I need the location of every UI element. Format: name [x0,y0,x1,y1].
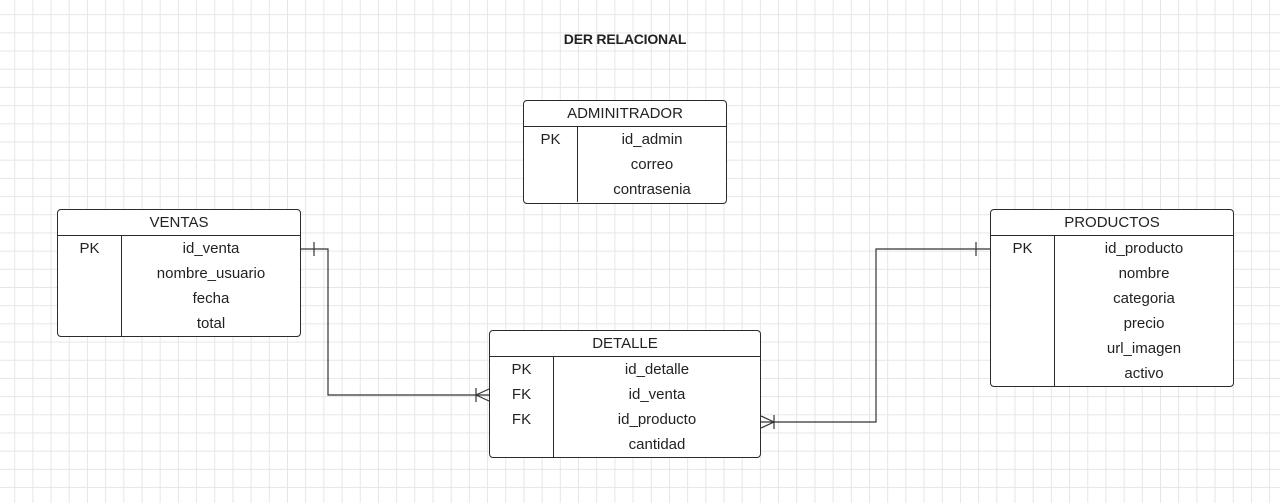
entity-productos-title: PRODUCTOS [991,210,1233,236]
key-cell [490,432,553,457]
key-cell: FK [511,411,532,428]
field-total: total [196,315,226,332]
field-url-imagen: url_imagen [1106,340,1182,357]
entity-ventas[interactable]: VENTAS PK id_venta nombre_usuario fecha … [57,209,301,337]
ventas-detalle-line[interactable] [300,248,489,396]
key-cell: PK [1012,240,1033,257]
entity-detalle[interactable]: DETALLE PK FK FK id_detalle id_venta id_… [489,330,761,458]
diagram-title: DER RELACIONAL [563,31,687,47]
field-id-venta: id_venta [182,240,240,257]
key-cell [991,336,1054,361]
field-categoria: categoria [1113,290,1175,307]
entity-productos[interactable]: PRODUCTOS PK id_producto nombre categori… [990,209,1234,387]
key-cell [991,286,1054,311]
key-cell [58,311,121,336]
key-cell: PK [79,240,100,257]
key-cell [58,261,121,286]
field-correo: correo [630,156,674,173]
entity-detalle-title: DETALLE [490,331,760,357]
field-precio: precio [1123,315,1165,332]
key-cell [524,152,577,177]
key-cell: PK [540,131,561,148]
detalle-many-marker-crow-bottom [475,394,490,402]
entity-administrador[interactable]: ADMINITRADOR PK id_admin correo contrase… [523,100,727,204]
key-cell: FK [511,386,532,403]
key-cell [991,261,1054,286]
field-id-producto: id_producto [1104,240,1184,257]
key-cell [991,361,1054,386]
field-contrasenia: contrasenia [613,181,691,198]
detalle-many-marker-crow-top-2 [760,415,775,423]
field-id-detalle: id_detalle [624,361,690,378]
field-id-admin: id_admin [621,131,683,148]
detalle-many-marker-crow-top [475,388,490,396]
key-cell [524,177,577,202]
field-nombre: nombre [1118,265,1170,282]
field-activo: activo [1124,365,1164,382]
entity-administrador-title: ADMINITRADOR [524,101,726,127]
key-cell [58,286,121,311]
field-nombre-usuario: nombre_usuario [156,265,266,282]
key-cell [991,311,1054,336]
entity-ventas-title: VENTAS [58,210,300,236]
key-cell: PK [511,361,532,378]
field-fecha: fecha [192,290,230,307]
field-id-producto: id_producto [617,411,697,428]
field-id-venta: id_venta [628,386,686,403]
field-cantidad: cantidad [628,436,686,453]
detalle-many-marker-crow-bottom-2 [760,421,775,429]
productos-detalle-line[interactable] [760,248,990,423]
